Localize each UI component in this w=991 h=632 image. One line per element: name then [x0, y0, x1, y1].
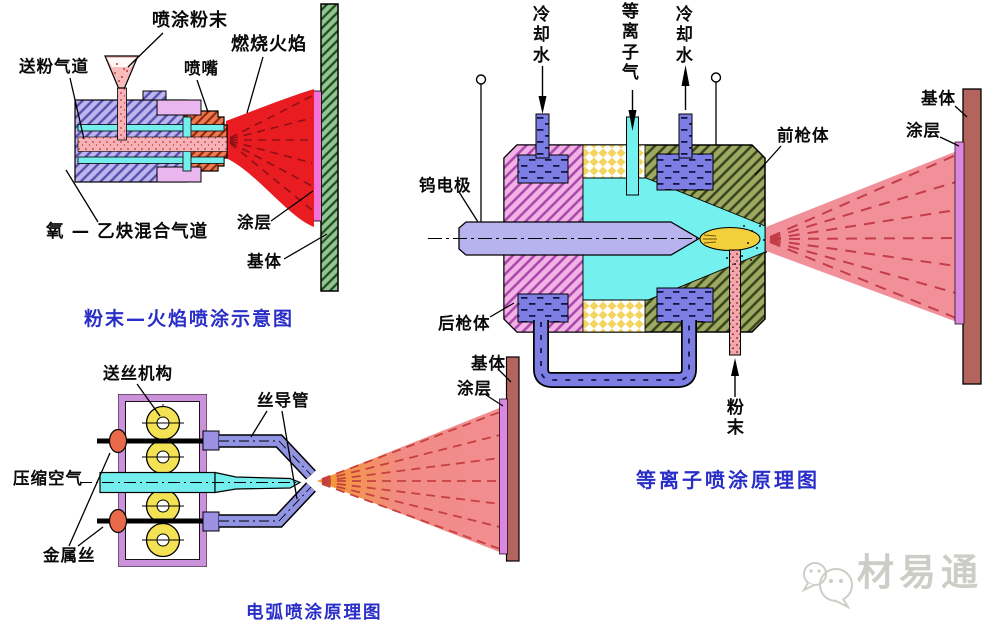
cooling-u-pipe [533, 320, 697, 388]
label-oxy-acetylene-channel: 氧 — 乙炔混合气道 [46, 222, 209, 242]
flame-cone-rays [229, 95, 313, 211]
plasma-substrate-bar [962, 88, 982, 385]
plasma-leader-lines [458, 105, 968, 318]
label-wire-guide-tube: 丝导管 [257, 391, 310, 410]
flame-powder-channel [77, 136, 228, 152]
watermark-text: 材易通 [857, 551, 983, 594]
plasma-coating-layer [954, 141, 965, 325]
flame-cone [226, 89, 314, 227]
powder-injection-tube [729, 249, 741, 356]
label-flame-coating: 涂层 [237, 213, 272, 232]
air-tube [80, 471, 302, 494]
label-cooling-water-out: 冷却水 [675, 5, 693, 66]
flame-substrate-bar [320, 3, 339, 292]
label-spray-powder: 喷涂粉末 [152, 10, 228, 31]
electrical-terminals [475, 72, 722, 222]
metal-wire-top [97, 438, 203, 444]
flame-gun-boss [142, 90, 167, 101]
label-powder-feed-channel: 送粉气道 [19, 57, 89, 76]
plasma-spray-rays [769, 154, 957, 319]
plasma-flow-arrows [538, 65, 739, 397]
funnel-powder-dots [114, 63, 128, 82]
metal-wire-bottom [97, 518, 203, 524]
plasma-spray-diagram [428, 65, 982, 397]
label-wire-feeder: 送丝机构 [103, 364, 173, 383]
label-metal-wire: 金属丝 [43, 546, 96, 565]
water-outlet-tube [678, 113, 693, 159]
arc-spray-cone [317, 407, 502, 553]
plasma-water-channels [517, 153, 714, 323]
plasma-spray-cone [766, 151, 957, 322]
flame-collar-top [156, 99, 202, 116]
arc-diagram-title: 电弧喷涂原理图 [246, 603, 383, 623]
flame-diagram-title: 粉末—火焰喷涂示意图 [84, 308, 295, 330]
flame-powder-feed [117, 87, 127, 141]
label-plasma-gas: 等离子气 [621, 2, 639, 84]
wire-grommet-top [108, 428, 128, 454]
label-front-gun-body: 前枪体 [777, 126, 830, 145]
label-arc-coating: 涂层 [457, 379, 492, 398]
wire-grommet-bottom [108, 508, 128, 534]
arc-streaks [703, 234, 717, 244]
label-powder-feed: 粉末 [726, 398, 744, 439]
wire-guide-tubes [219, 434, 316, 528]
plasma-diagram-title: 等离子喷涂原理图 [636, 468, 820, 492]
flame-collar-bottom [156, 166, 202, 183]
feed-rollers [142, 405, 184, 558]
watermark-logo-icon [801, 562, 853, 610]
plasma-insulator-bottom [582, 296, 646, 333]
arc-substrate-bar [505, 356, 520, 562]
label-compressed-air: 压缩空气 [13, 469, 83, 488]
label-cooling-water-in: 冷却水 [532, 5, 550, 66]
label-plasma-substrate: 基体 [921, 89, 956, 108]
water-inlet-tube [535, 113, 550, 159]
funnel-highlight [107, 58, 136, 67]
label-tungsten-electrode: 钨电极 [419, 176, 472, 195]
flame-leader-lines [65, 32, 328, 260]
label-plasma-coating: 涂层 [906, 121, 941, 140]
guide-connector-top [202, 430, 220, 451]
label-combustion-flame: 燃烧火焰 [231, 34, 307, 55]
arc-spray-diagram [68, 356, 520, 567]
label-rear-gun-body: 后枪体 [438, 314, 491, 333]
watermark: 材易通 [795, 554, 983, 591]
flame-spray-diagram [65, 3, 339, 292]
arc-leader-lines [68, 369, 512, 547]
label-nozzle: 喷嘴 [184, 59, 219, 78]
label-arc-substrate: 基体 [471, 354, 506, 373]
label-flame-substrate: 基体 [247, 252, 282, 271]
guide-connector-bottom [202, 511, 220, 532]
arc-coating-layer [499, 398, 508, 555]
arc-spray-rays [321, 411, 501, 550]
